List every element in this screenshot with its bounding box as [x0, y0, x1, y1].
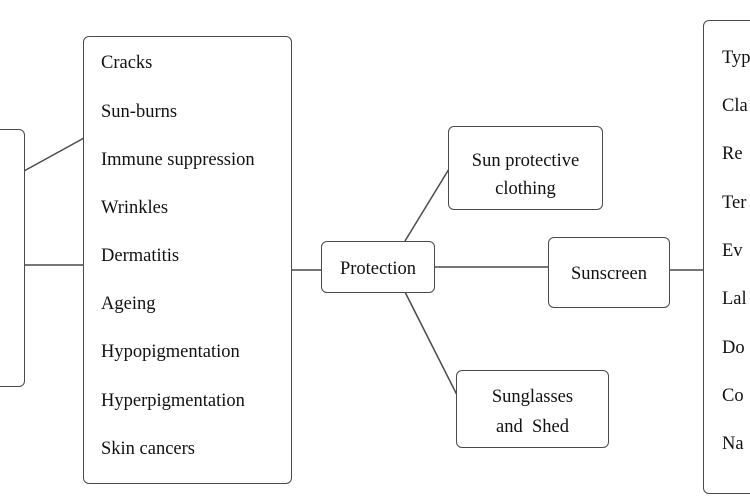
connector-a-to-effects: [23, 137, 85, 172]
protection-box: Protection: [321, 241, 435, 293]
sunscreen-detail-item: Lal: [722, 289, 747, 309]
effect-item: Wrinkles: [101, 198, 169, 218]
sunscreen-detail-item: Ev: [722, 241, 743, 261]
connector-protection-to-clothing: [404, 168, 450, 242]
effect-item: Immune suppression: [101, 150, 255, 170]
sunscreen-detail-item: Co: [722, 386, 744, 406]
sunglasses-box: Sunglasses and Shed: [456, 370, 609, 448]
sunscreen-detail-item: Re: [722, 144, 743, 164]
sunscreen-details-box: Typ Cla Re Ter Ev Lal Do Co Na: [703, 20, 750, 494]
left-category-box: A B C: [0, 129, 25, 387]
sunscreen-detail-item: Do: [722, 338, 745, 358]
clothing-label-line1: Sun protective: [471, 151, 580, 171]
effect-item: Sun-burns: [101, 102, 178, 122]
effect-item: Dermatitis: [101, 246, 180, 266]
effect-item: Ageing: [101, 294, 156, 314]
effect-item: Hyperpigmentation: [101, 391, 245, 411]
protection-label: Protection: [339, 259, 417, 279]
clothing-label-line2: clothing: [495, 179, 556, 199]
sunscreen-detail-item: Cla: [722, 96, 748, 116]
connector-protection-to-sunglasses: [404, 291, 458, 396]
sunscreen-label: Sunscreen: [570, 264, 648, 284]
clothing-box: Sun protective clothing: [448, 126, 603, 210]
effect-item: Hypopigmentation: [101, 342, 240, 362]
effects-box: Cracks Sun-burns Immune suppression Wrin…: [83, 36, 292, 484]
sunscreen-detail-item: Ter: [722, 193, 747, 213]
sunscreen-box: Sunscreen: [548, 237, 670, 308]
sunscreen-detail-item: Typ: [722, 48, 750, 68]
sunscreen-detail-item: Na: [722, 434, 744, 454]
effect-item: Skin cancers: [101, 439, 196, 459]
sunglasses-label-line2: and Shed: [496, 417, 569, 437]
effect-item: Cracks: [101, 53, 153, 73]
sunglasses-label-line1: Sunglasses: [491, 387, 574, 407]
